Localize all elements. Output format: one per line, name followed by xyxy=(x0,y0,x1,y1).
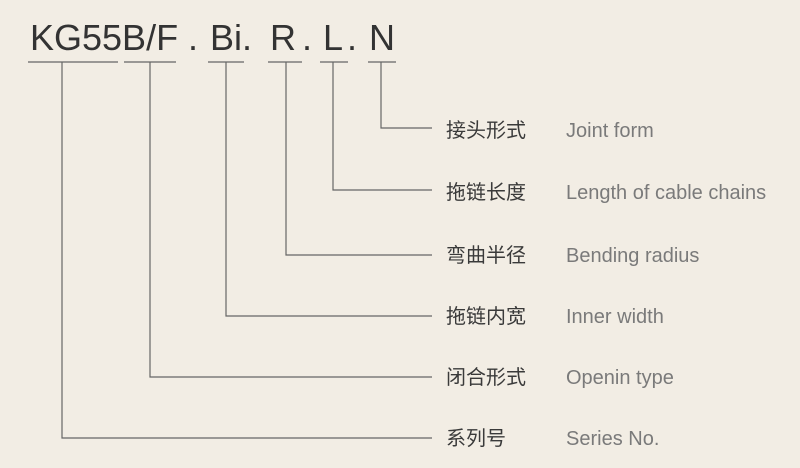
label-en-chain-length: Length of cable chains xyxy=(566,182,766,204)
label-en-inner-width: Inner width xyxy=(566,306,664,328)
code-separator: . xyxy=(347,17,357,58)
label-cn-joint-form: 接头形式 xyxy=(446,118,526,142)
code-joint: N xyxy=(369,17,395,58)
connector-lines xyxy=(61,62,432,439)
label-cn-opening-type: 闭合形式 xyxy=(446,365,526,389)
connector-length xyxy=(332,62,432,191)
code-series: KG55B/F xyxy=(30,17,178,58)
label-en-opening-type: Openin type xyxy=(566,367,674,389)
label-en-joint-form: Joint form xyxy=(566,120,654,142)
model-code: KG55B/F . Bi. R . L . N xyxy=(30,17,395,58)
label-cn-series-no: 系列号 xyxy=(446,426,506,450)
connector-inner-width xyxy=(225,62,432,317)
label-cn-chain-length: 拖链长度 xyxy=(446,180,526,204)
label-en-bending-radius: Bending radius xyxy=(566,245,699,267)
label-cn-bending-radius: 弯曲半径 xyxy=(446,243,526,267)
connector-series xyxy=(61,62,432,439)
connector-joint xyxy=(380,62,432,129)
code-inner-width: Bi. xyxy=(210,17,252,58)
code-separator: . xyxy=(302,17,312,58)
label-en-series-no: Series No. xyxy=(566,428,659,450)
code-length: L xyxy=(323,17,343,58)
connector-radius xyxy=(285,62,432,256)
code-radius: R xyxy=(270,17,296,58)
code-separator: . xyxy=(188,17,198,58)
label-cn-inner-width: 拖链内宽 xyxy=(446,304,526,328)
connector-opening xyxy=(149,62,432,378)
labels: 接头形式 Joint form 拖链长度 Length of cable cha… xyxy=(446,118,766,450)
